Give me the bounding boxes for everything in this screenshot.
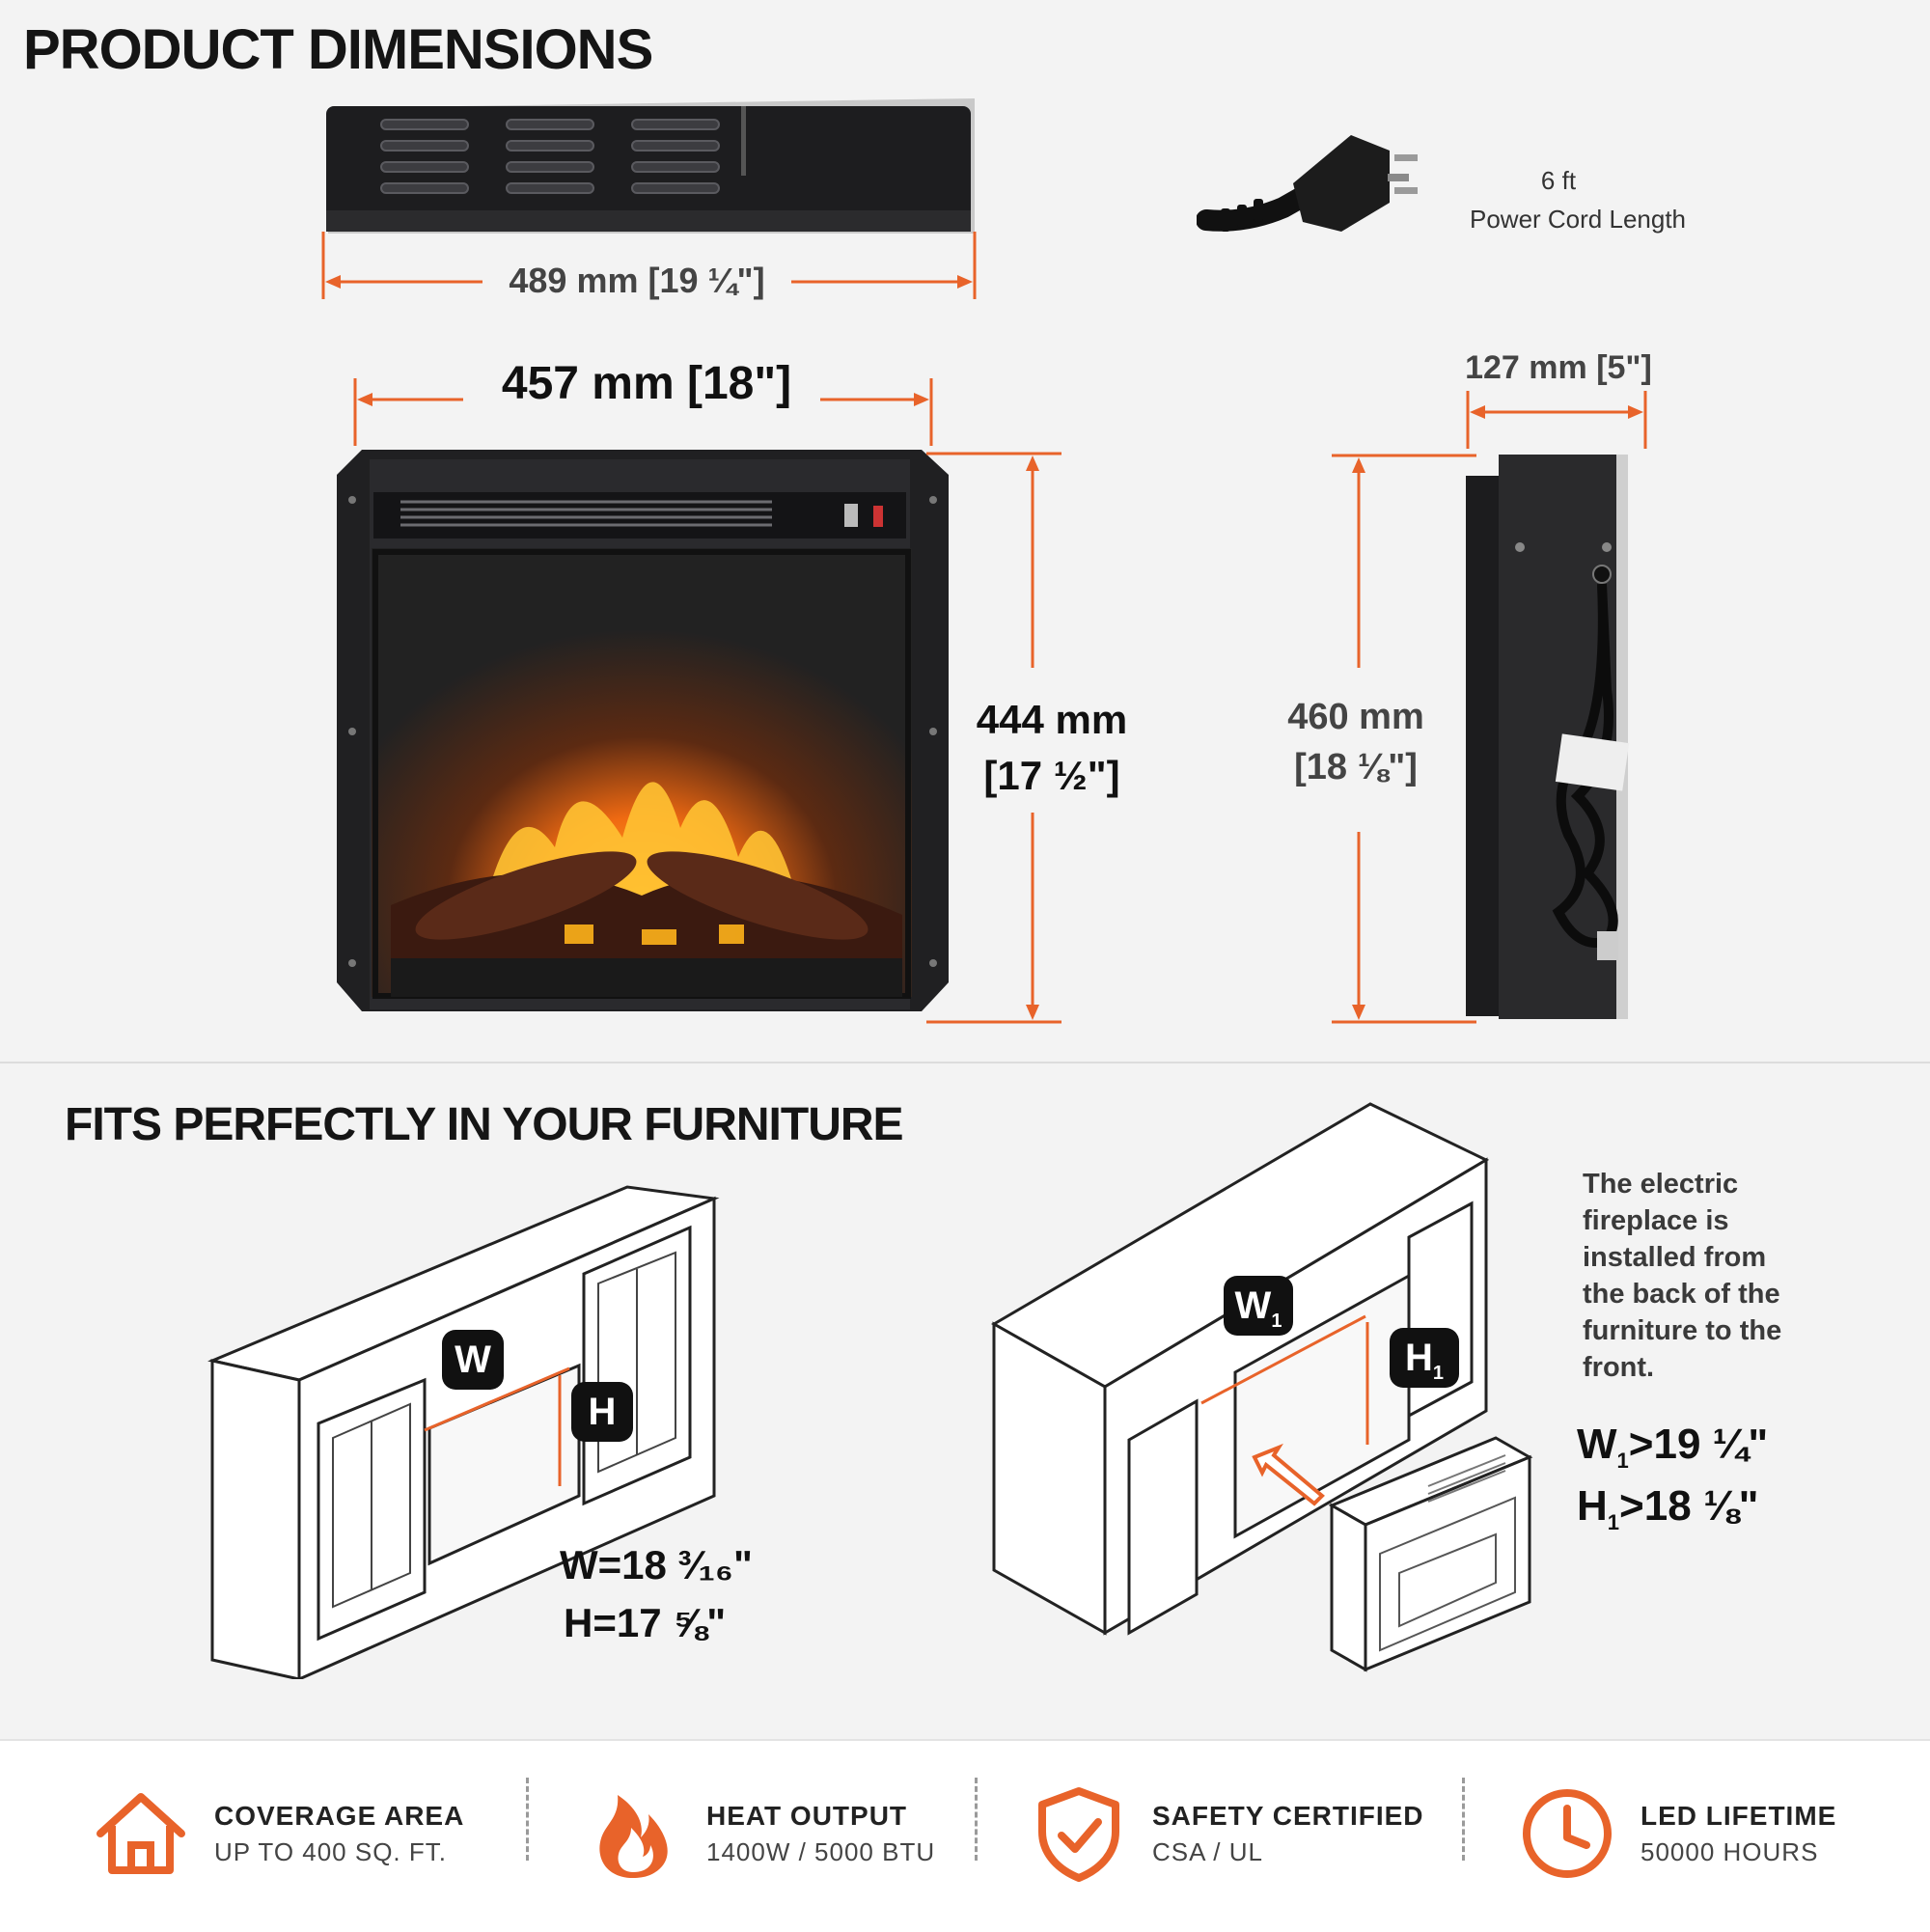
feature-subtitle: UP TO 400 SQ. FT. [214, 1836, 447, 1866]
fireplace-side-illustration [1466, 455, 1630, 1019]
feature-subtitle: 1400W / 5000 BTU [706, 1836, 936, 1866]
install-note-line: furniture to the [1583, 1315, 1782, 1346]
product-dimensions-heading: PRODUCT DIMENSIONS [23, 18, 653, 81]
w1-badge: W1 [1224, 1276, 1293, 1336]
feature-title: LED LIFETIME [1640, 1800, 1837, 1831]
feature-heat: HEAT OUTPUT 1400W / 5000 BTU [585, 1766, 935, 1901]
feature-separator [526, 1778, 529, 1861]
side-height-in-label: [18 ⅛"] [1294, 747, 1418, 787]
side-height-mm-label: 460 mm [1287, 697, 1424, 737]
w1-requirement-value: >19 ¼" [1628, 1421, 1769, 1468]
w1-badge-sub: 1 [1271, 1311, 1282, 1332]
feature-subtitle: CSA / UL [1152, 1836, 1263, 1866]
top-view-illustration [326, 98, 975, 234]
install-note-line: front. [1583, 1352, 1655, 1383]
front-width-label: 457 mm [18"] [501, 358, 792, 409]
w1-requirement-main: W [1577, 1421, 1617, 1468]
fireplace-front-illustration [337, 450, 949, 1011]
feature-separator [1462, 1778, 1465, 1861]
h1-badge-sub: 1 [1432, 1363, 1444, 1384]
fireplace-insert-illustration [1252, 1436, 1533, 1672]
tv-stand-illustration-right [990, 1102, 1490, 1636]
front-height-in-label: [17 ½"] [983, 753, 1120, 798]
h1-requirement-value: >18 ⅛" [1619, 1482, 1759, 1530]
h-required-value: H=17 ⅝" [564, 1600, 727, 1645]
section-divider [0, 1062, 1930, 1063]
house-icon [96, 1793, 185, 1874]
power-plug-icon [1197, 135, 1418, 232]
h1-requirement-sub: 1 [1607, 1509, 1620, 1534]
front-width-dimension-line [353, 378, 933, 446]
h1-badge: H1 [1390, 1328, 1459, 1388]
side-height-dimension-line [1332, 454, 1476, 1024]
top-width-dimension-line [321, 232, 977, 299]
tv-stand-illustration-left [207, 1185, 720, 1679]
feature-title: COVERAGE AREA [214, 1800, 465, 1831]
h1-requirement: H1>18 ⅛" [1577, 1482, 1758, 1535]
clock-icon [1523, 1789, 1612, 1878]
top-width-label: 489 mm [19 ¼"] [509, 261, 765, 300]
feature-title: SAFETY CERTIFIED [1152, 1800, 1424, 1831]
install-note: The electric fireplace is installed from… [1583, 1166, 1834, 1386]
feature-coverage: COVERAGE AREA UP TO 400 SQ. FT. [93, 1766, 464, 1901]
front-height-mm-label: 444 mm [976, 697, 1128, 742]
install-note-line: The electric [1583, 1169, 1739, 1200]
front-height-dimension-line [926, 452, 1062, 1024]
feature-title: HEAT OUTPUT [706, 1800, 908, 1831]
power-cord-label: Power Cord Length [1469, 205, 1687, 234]
w1-badge-main: W [1234, 1284, 1272, 1327]
install-note-line: fireplace is [1583, 1205, 1729, 1236]
feature-safety: SAFETY CERTIFIED CSA / UL [1031, 1766, 1424, 1901]
power-cord-length: 6 ft [1540, 166, 1577, 195]
w1-requirement-sub: 1 [1616, 1448, 1629, 1473]
fits-furniture-heading: FITS PERFECTLY IN YOUR FURNITURE [65, 1099, 904, 1150]
install-note-line: the back of the [1583, 1279, 1780, 1310]
h1-badge-main: H [1404, 1337, 1433, 1379]
feature-led: LED LIFETIME 50000 HOURS [1519, 1766, 1836, 1901]
feature-separator [975, 1778, 978, 1861]
w-badge: W [442, 1330, 504, 1390]
flame-icon [599, 1795, 668, 1878]
w-required-value: W=18 ³⁄₁₆" [560, 1542, 753, 1587]
install-note-line: installed from [1583, 1242, 1767, 1273]
depth-dimension-line [1466, 391, 1647, 449]
h-badge: H [571, 1382, 633, 1442]
h1-requirement-main: H [1577, 1482, 1608, 1530]
w1-requirement: W1>19 ¼" [1577, 1421, 1768, 1474]
feature-subtitle: 50000 HOURS [1640, 1836, 1819, 1866]
depth-label: 127 mm [5"] [1465, 349, 1652, 386]
shield-check-icon [1038, 1787, 1119, 1882]
